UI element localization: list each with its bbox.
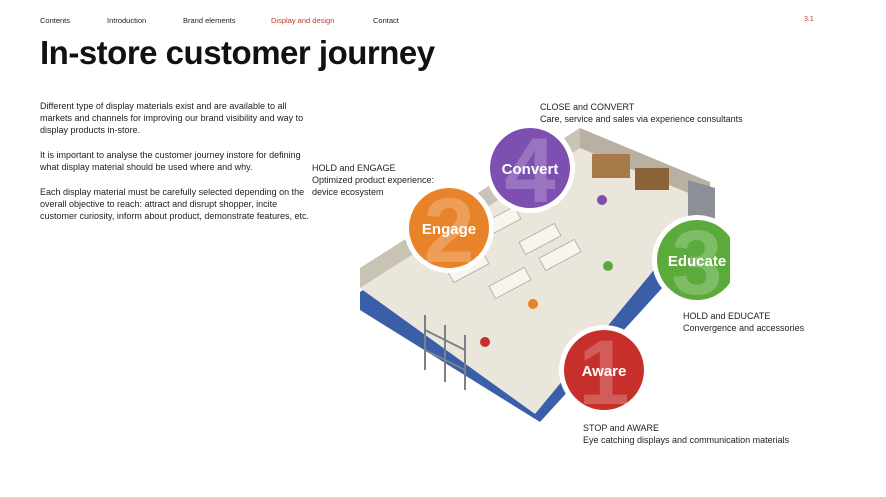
top-navigation: Contents Introduction Brand elements Dis… xyxy=(0,16,886,28)
nav-display-and-design[interactable]: Display and design xyxy=(271,16,335,25)
stage-1-number: 1 xyxy=(578,322,629,424)
stage-2-description-line-1: Optimized product experience: xyxy=(312,175,435,185)
stage-3-description: Convergence and accessories xyxy=(683,323,805,333)
stage-marker-convert xyxy=(597,195,607,205)
display-table xyxy=(518,222,562,256)
stage-3-label: HOLD and EDUCATE Convergence and accesso… xyxy=(683,310,804,334)
stage-3-number: 3 xyxy=(671,212,722,314)
paragraph-2: It is important to analyse the customer … xyxy=(40,150,301,172)
stage-3-heading: HOLD and EDUCATE xyxy=(683,311,771,321)
wall-panel xyxy=(592,154,630,178)
paragraph-1: Different type of display materials exis… xyxy=(40,101,304,135)
stage-2-name: Engage xyxy=(422,221,476,238)
stage-1-label: STOP and AWARE Eye catching displays and… xyxy=(583,422,789,446)
stage-badge-aware: 1 Aware xyxy=(559,322,649,424)
nav-introduction[interactable]: Introduction xyxy=(107,16,147,25)
paragraph-3: Each display material must be carefully … xyxy=(40,187,309,221)
stage-3-name: Educate xyxy=(668,253,726,270)
stage-4-label: CLOSE and CONVERT Care, service and sale… xyxy=(540,101,743,125)
stage-2-description-line-2: device ecosystem xyxy=(312,187,384,197)
page-title: In-store customer journey xyxy=(40,34,435,71)
stage-marker-aware xyxy=(480,337,490,347)
stage-badge-convert: 4 Convert xyxy=(485,120,575,222)
stage-4-description: Care, service and sales via experience c… xyxy=(540,114,743,124)
page-number: 3.1 xyxy=(804,16,814,23)
stage-badge-educate: 3 Educate xyxy=(652,212,730,314)
stage-badge-engage: 2 Engage xyxy=(404,180,494,282)
nav-brand-elements[interactable]: Brand elements xyxy=(183,16,236,25)
stage-marker-engage xyxy=(528,299,538,309)
stage-2-number: 2 xyxy=(423,180,474,282)
stage-marker-educate xyxy=(603,261,613,271)
intro-text: Different type of display materials exis… xyxy=(40,100,310,235)
store-back-wall-right xyxy=(580,128,710,202)
store-floor xyxy=(360,148,710,414)
stage-4-heading: CLOSE and CONVERT xyxy=(540,102,635,112)
display-table xyxy=(538,238,582,272)
stage-2-label: HOLD and ENGAGE Optimized product experi… xyxy=(312,162,434,198)
wall-panel xyxy=(635,168,669,190)
stage-1-description: Eye catching displays and communication … xyxy=(583,435,790,445)
stage-4-number: 4 xyxy=(504,120,555,222)
display-table xyxy=(488,266,532,300)
nav-contact[interactable]: Contact xyxy=(373,16,399,25)
stage-4-name: Convert xyxy=(502,161,559,178)
stage-2-heading: HOLD and ENGAGE xyxy=(312,163,396,173)
stage-1-name: Aware xyxy=(582,363,627,380)
nav-contents[interactable]: Contents xyxy=(40,16,71,25)
stage-1-heading: STOP and AWARE xyxy=(583,423,660,433)
store-illustration: 4 Convert 2 Engage 3 Educate 1 Aware xyxy=(360,120,730,424)
